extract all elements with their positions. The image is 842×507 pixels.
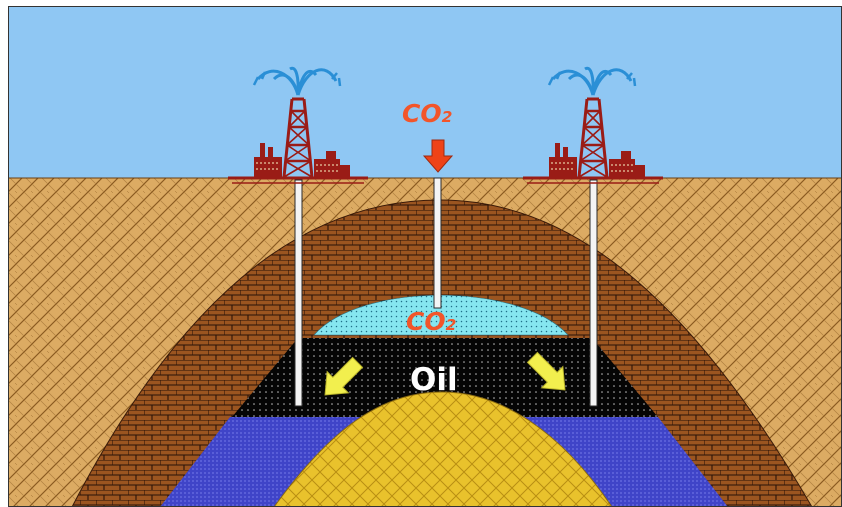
sky <box>8 6 842 178</box>
co2-zone <box>313 294 569 336</box>
production-well-right <box>589 179 598 407</box>
oil-zone <box>232 338 658 417</box>
injection-arrow <box>422 139 454 173</box>
co2-reservoir-label: CO2 <box>406 307 456 336</box>
core-dome <box>273 391 613 507</box>
production-well-left <box>294 179 303 407</box>
co2-injection-label: CO2 <box>402 99 452 128</box>
injection-well <box>433 177 442 309</box>
flow-arrow-right <box>526 351 566 391</box>
oil-label: Oil <box>410 362 458 398</box>
flow-arrow-left <box>324 356 364 396</box>
